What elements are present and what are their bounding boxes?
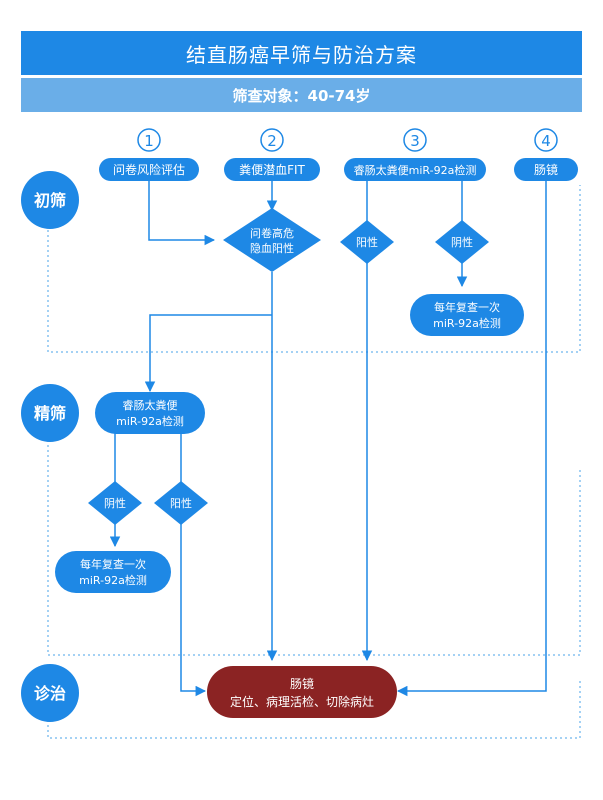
option-questionnaire: 问卷风险评估 <box>99 158 199 181</box>
svg-text:定位、病理活检、切除病灶: 定位、病理活检、切除病灶 <box>230 694 374 709</box>
connector-questionnaire-to-decision <box>148 181 216 246</box>
retest-fine: 每年复查一次 miR-92a检测 <box>55 551 171 593</box>
connector-fine-positive-to-final <box>180 523 207 697</box>
svg-text:粪便潜血FIT: 粪便潜血FIT <box>239 163 305 177</box>
svg-text:问卷风险评估: 问卷风险评估 <box>113 162 185 177</box>
stage-initial: 初筛 <box>21 171 79 229</box>
svg-text:1: 1 <box>144 132 154 150</box>
svg-text:隐血阳性: 隐血阳性 <box>250 241 294 255</box>
svg-text:精筛: 精筛 <box>34 404 66 423</box>
stage-fine: 精筛 <box>21 384 79 442</box>
svg-text:肠镜: 肠镜 <box>534 162 558 177</box>
decision-mir-positive: 阳性 <box>340 220 394 264</box>
connector-decision-to-fine-screening <box>144 314 272 393</box>
svg-text:每年复查一次: 每年复查一次 <box>80 557 146 571</box>
stage-diagnosis: 诊治 <box>21 664 79 722</box>
option-numbers: 1 2 3 4 <box>137 128 558 152</box>
decision-fine-negative: 阴性 <box>88 481 142 525</box>
svg-text:阴性: 阴性 <box>451 235 473 249</box>
svg-text:阴性: 阴性 <box>104 496 126 510</box>
fine-region-border <box>47 440 581 656</box>
svg-text:睿肠太粪便miR-92a检测: 睿肠太粪便miR-92a检测 <box>354 163 477 177</box>
page-title: 结直肠癌早筛与防治方案 <box>21 31 582 75</box>
decision-fine-positive: 阳性 <box>154 481 208 525</box>
option-number-3: 3 <box>403 128 427 152</box>
decision-questionnaire-fit: 问卷高危 隐血阳性 <box>223 208 321 272</box>
svg-text:2: 2 <box>267 132 277 150</box>
svg-text:4: 4 <box>541 132 551 150</box>
option-mir92a: 睿肠太粪便miR-92a检测 <box>344 158 486 181</box>
screening-target-banner: 筛查对象：40-74岁 <box>21 78 582 112</box>
retest-initial: 每年复查一次 miR-92a检测 <box>410 294 524 336</box>
svg-text:每年复查一次: 每年复查一次 <box>434 300 500 314</box>
svg-text:诊治: 诊治 <box>34 684 66 703</box>
initial-region-border <box>47 185 581 353</box>
option-number-2: 2 <box>260 128 284 152</box>
option-number-1: 1 <box>137 128 161 152</box>
svg-text:阳性: 阳性 <box>356 235 378 249</box>
stage-regions <box>47 185 581 739</box>
svg-text:阳性: 阳性 <box>170 496 192 510</box>
final-colonoscopy: 肠镜 定位、病理活检、切除病灶 <box>207 666 397 718</box>
decision-mir-negative: 阴性 <box>435 220 489 264</box>
svg-text:miR-92a检测: miR-92a检测 <box>79 573 147 587</box>
option-colonoscopy: 肠镜 <box>514 158 578 181</box>
svg-text:肠镜: 肠镜 <box>290 676 314 691</box>
connectors <box>109 181 547 697</box>
fine-screening-test: 睿肠太粪便 miR-92a检测 <box>95 392 205 434</box>
svg-text:初筛: 初筛 <box>34 191 66 210</box>
option-fit: 粪便潜血FIT <box>224 158 320 181</box>
svg-text:问卷高危: 问卷高危 <box>250 226 294 240</box>
option-number-4: 4 <box>534 128 558 152</box>
svg-text:睿肠太粪便: 睿肠太粪便 <box>123 398 178 412</box>
svg-text:3: 3 <box>410 132 420 150</box>
svg-text:miR-92a检测: miR-92a检测 <box>433 316 501 330</box>
svg-text:miR-92a检测: miR-92a检测 <box>116 414 184 428</box>
connector-colonoscopy-option-to-final <box>396 181 547 697</box>
